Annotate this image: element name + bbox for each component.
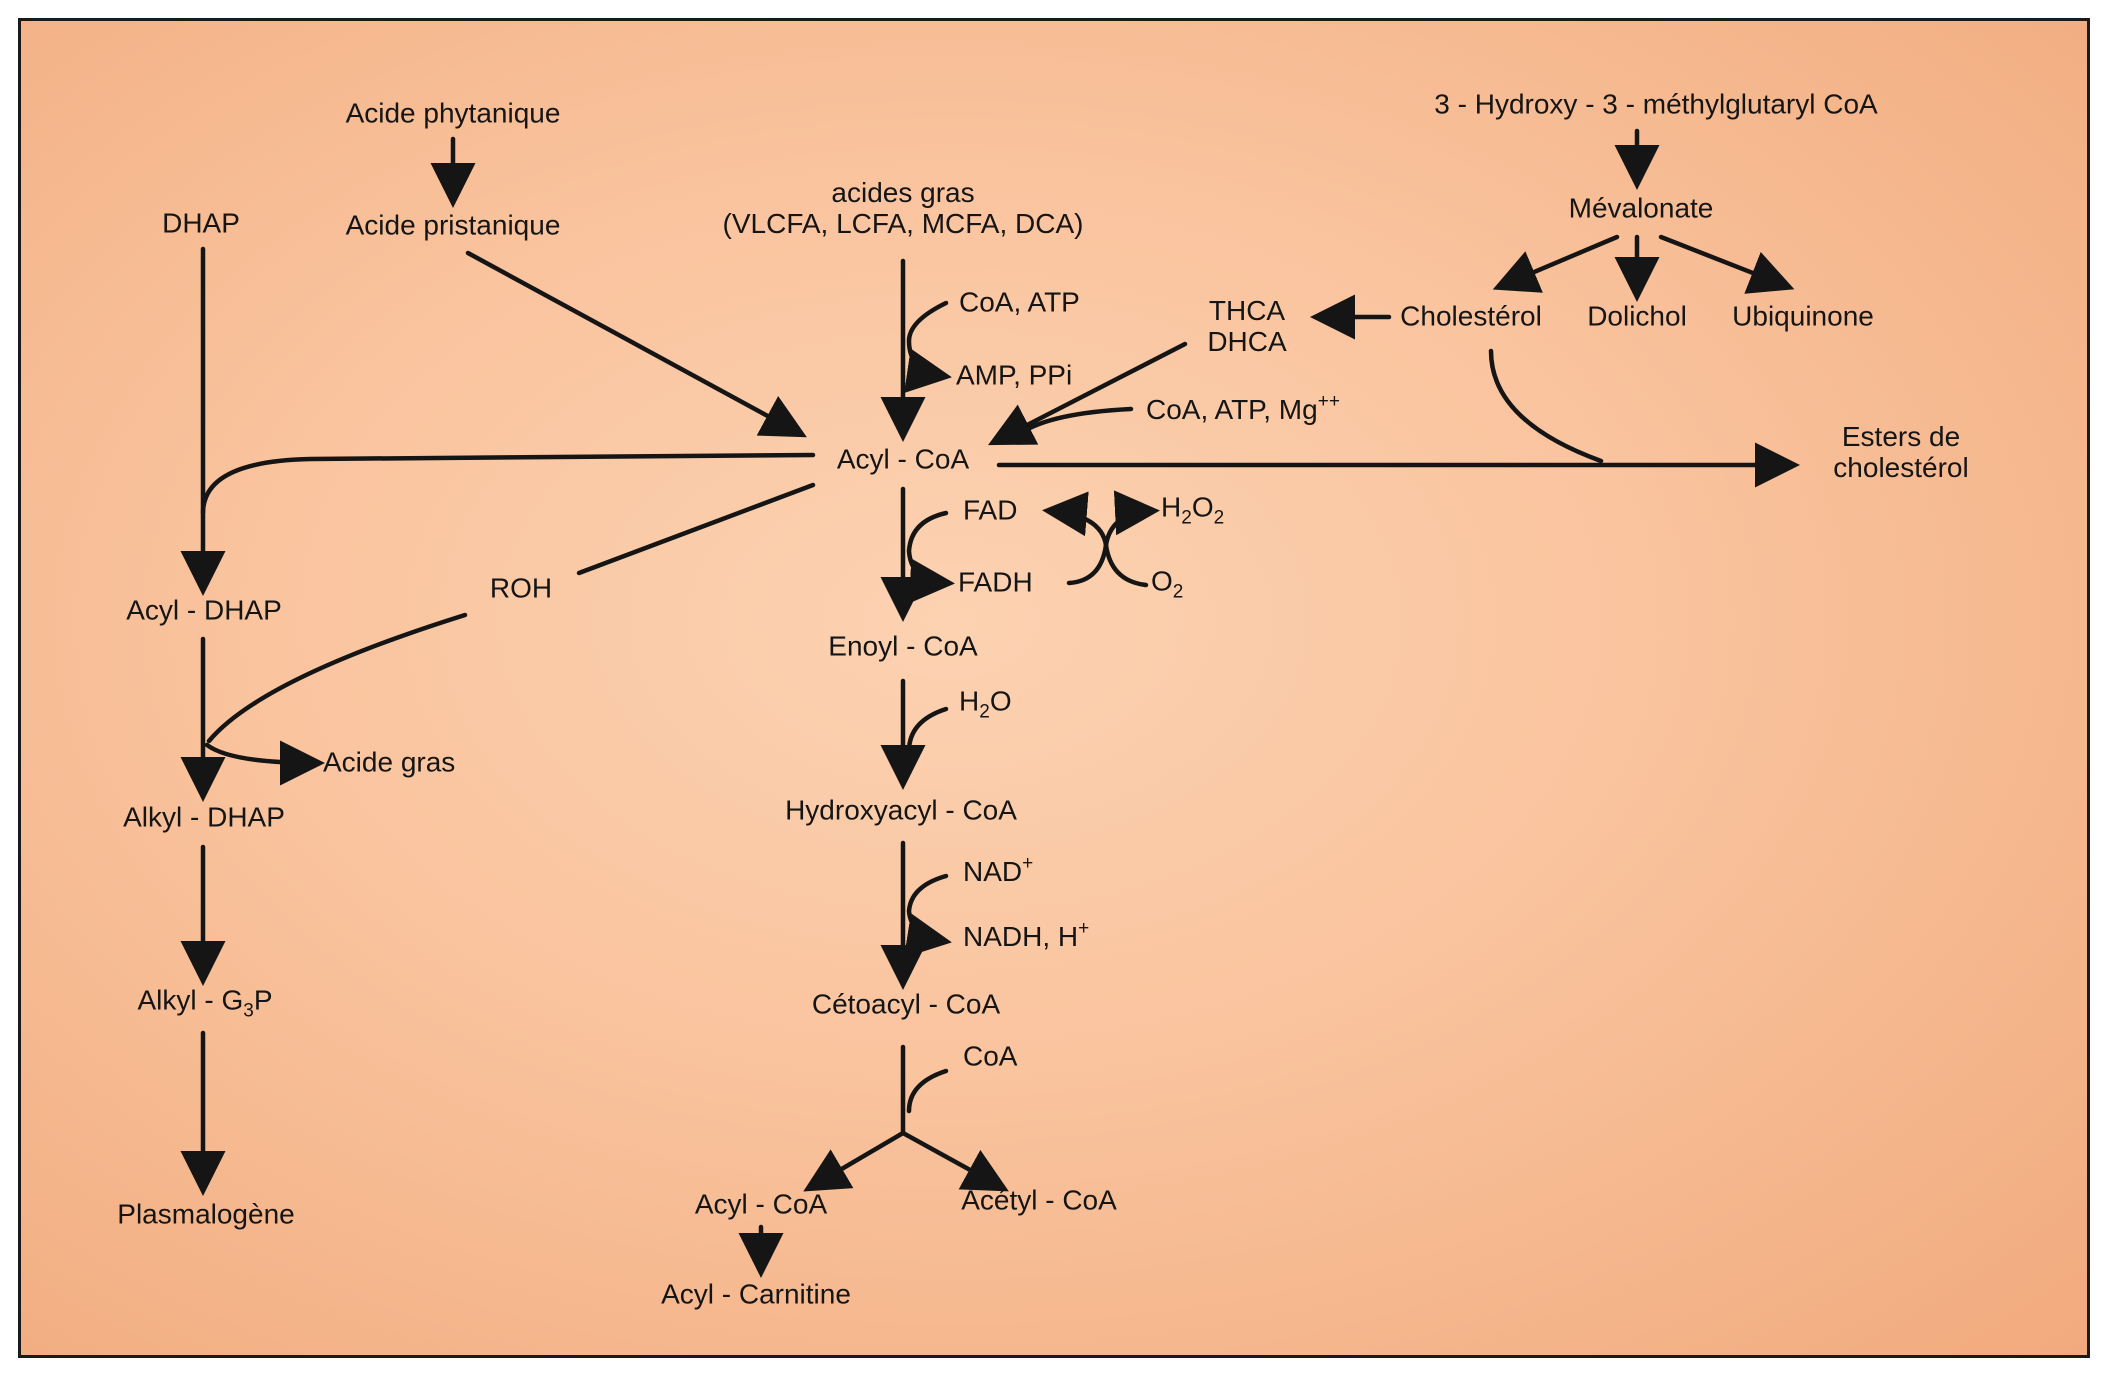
node-alkyl-dhap: Alkyl - DHAP [123, 801, 285, 833]
node-hydroxyacyl-coa: Hydroxyacyl - CoA [785, 794, 1017, 826]
node-acide-phytanique: Acide phytanique [345, 97, 561, 129]
node-acyl-coa: Acyl - CoA [836, 443, 970, 475]
cofactor-coa: CoA [963, 1040, 1018, 1072]
arrow-mevalonate-cholesterol [1492, 234, 1620, 293]
node-mevalonate: Mévalonate [1568, 192, 1714, 224]
cofactor-nad: NAD+ [963, 853, 1034, 888]
cofactor-fadh: FADH [958, 566, 1033, 598]
line-o2 [1103, 542, 1149, 588]
node-acetyl-coa: Acétyl - CoA [961, 1184, 1117, 1216]
side-fad-fadh [906, 510, 955, 604]
cofactor-h2o: H2O [959, 685, 1012, 723]
side-h2o [906, 706, 949, 754]
line-acylcoa-roh [576, 482, 816, 576]
line-roh-merge [206, 612, 468, 744]
cofactor-coa-atp: CoA, ATP [959, 286, 1080, 318]
cofactor-amp-ppi: AMP, PPi [956, 359, 1073, 391]
line-mg-join [1018, 406, 1134, 436]
arrow-mevalonate-ubiquinone [1658, 234, 1795, 294]
node-roh: ROH [489, 572, 553, 604]
side-nad-nadh [903, 873, 952, 958]
node-plasmalogene: Plasmalogène [117, 1198, 295, 1230]
arrow-acide-gras [204, 740, 325, 786]
arrow-acylcoa-acyldhap [200, 452, 816, 516]
node-acyl-dhap: Acyl - DHAP [126, 594, 282, 626]
node-cholesterol: Cholestérol [1400, 300, 1542, 332]
cofactor-fad: FAD [963, 494, 1018, 526]
arrow-split-acylcoa [803, 1130, 906, 1192]
cofactor-nadh: NADH, H+ [963, 918, 1090, 953]
node-acyl-carnitine: Acyl - Carnitine [661, 1278, 851, 1310]
pathway-arrows [180, 128, 1800, 1278]
cofactor-h2o2: H2O2 [1161, 491, 1225, 529]
diagram-frame: Acide phytanique Acide pristanique DHAP … [18, 18, 2090, 1358]
node-enoyl-coa: Enoyl - CoA [828, 630, 978, 662]
cofactor-coa-atp-mg: CoA, ATP, Mg++ [1146, 391, 1340, 426]
node-alkyl-g3p: Alkyl - G3P [137, 984, 273, 1022]
node-acides-gras: acides gras(VLCFA, LCFA, MCFA, DCA) [722, 177, 1084, 239]
node-ubiquinone: Ubiquinone [1732, 300, 1874, 332]
side-coa-atp [904, 300, 952, 394]
arrow-pristanique-acylcoa [465, 250, 807, 438]
node-acide-pristanique: Acide pristanique [345, 209, 561, 241]
node-dolichol: Dolichol [1587, 300, 1687, 332]
arrow-h2o2 [1103, 490, 1160, 548]
node-hmg-coa: 3 - Hydroxy - 3 - méthylglutaryl CoA [1434, 88, 1878, 120]
arrow-split-acetylcoa [900, 1130, 1009, 1192]
arrow-thca-acylcoa [987, 341, 1188, 446]
side-coa [906, 1068, 949, 1114]
cofactor-o2: O2 [1151, 565, 1184, 603]
node-cetoacyl-coa: Cétoacyl - CoA [811, 988, 1001, 1020]
node-dhap: DHAP [162, 207, 240, 239]
node-acide-gras: Acide gras [323, 746, 456, 778]
arrow-cholesterol-esters [1488, 348, 1604, 464]
arrow-fad-back [1042, 491, 1109, 586]
node-acyl-coa-product: Acyl - CoA [694, 1188, 828, 1220]
